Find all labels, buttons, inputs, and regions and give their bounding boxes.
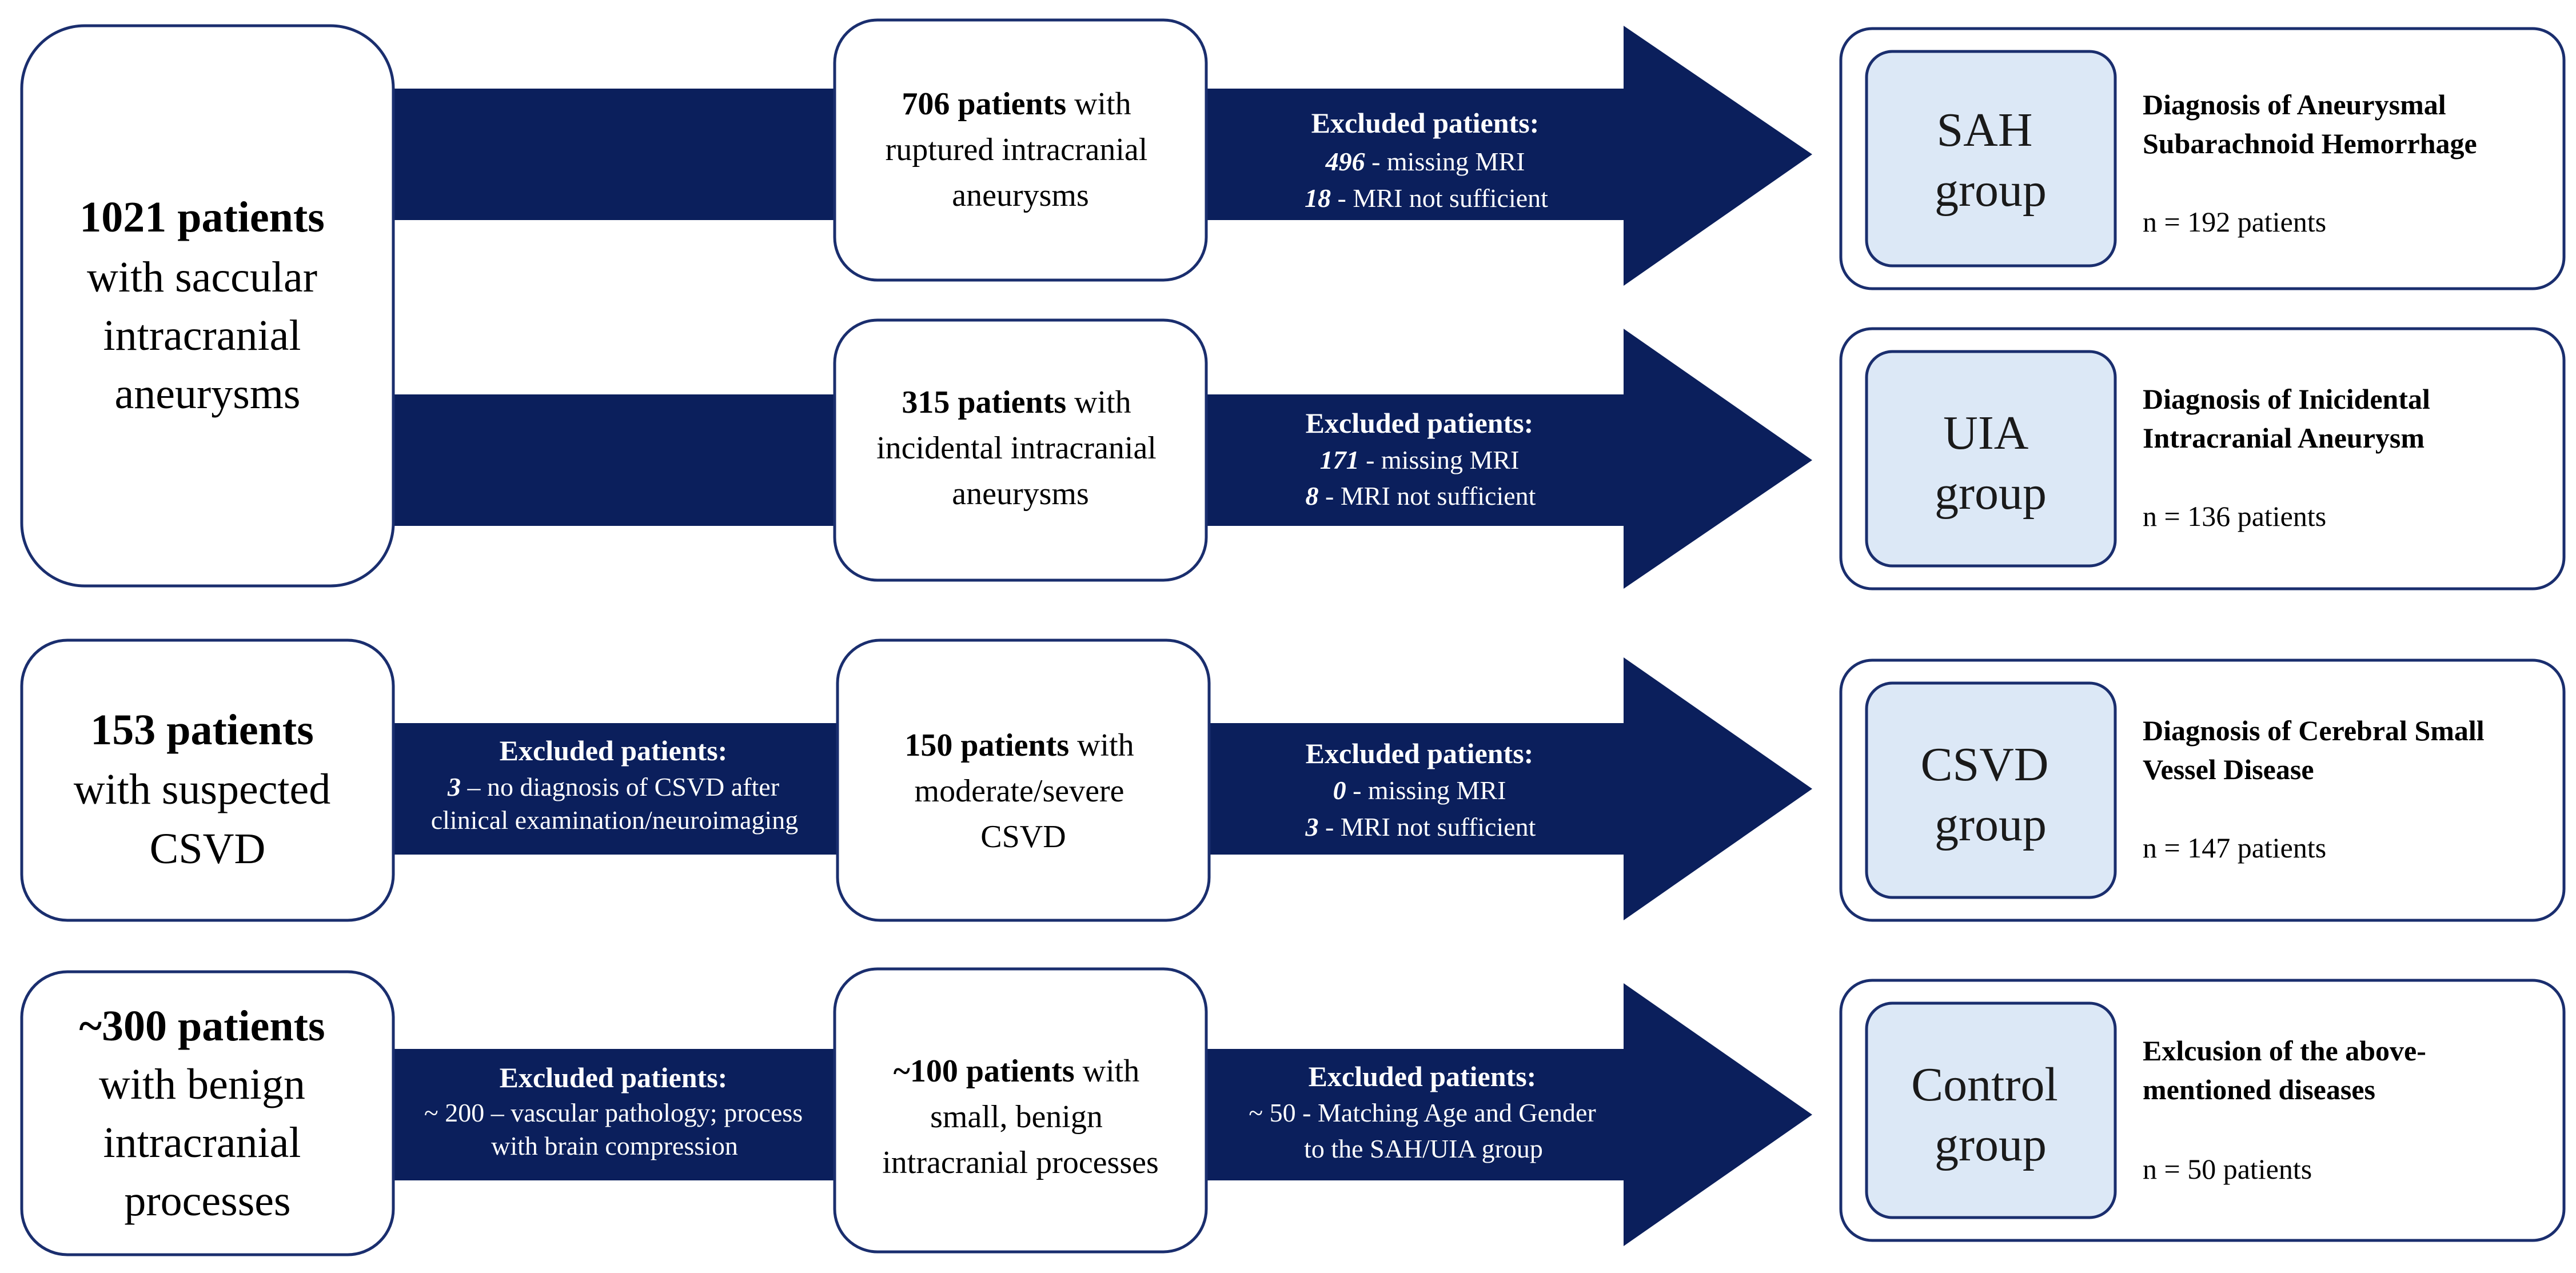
source-aneurysm-text: 1021 patients with saccular intracranial…: [79, 193, 336, 418]
arrow-sah: [1201, 26, 1812, 286]
group-count: n = 136 patients: [2143, 500, 2326, 532]
mid-exclusion-control: Excluded patients: ~ 200 – vascular path…: [424, 1062, 805, 1160]
connector-bar-1: [392, 89, 843, 220]
source-benign-line: processes: [124, 1177, 290, 1225]
source-csvd-text: 153 patients with suspected CSVD: [74, 706, 342, 873]
group-count: n = 50 patients: [2143, 1153, 2312, 1185]
exclusion-title: Excluded patients:: [1306, 407, 1534, 439]
group-panel-control: Control group Exlcusion of the above- me…: [1839, 979, 2566, 1242]
group-name: CSVD group: [1920, 738, 2060, 851]
group-name-box: [1865, 350, 2117, 568]
group-description: Diagnosis of Cerebral Small Vessel Disea…: [2143, 715, 2491, 785]
source-box-benign: [20, 970, 395, 1256]
exclusion-text: with brain compression: [491, 1131, 738, 1160]
group-name: SAH group: [1935, 103, 2047, 217]
exclusion-number: 496: [1325, 147, 1365, 176]
group-name-box: [1865, 681, 2117, 899]
cohort-line: ruptured intracranial: [886, 132, 1148, 167]
source-aneurysm-count: 1021 patients: [79, 193, 325, 241]
source-benign-count: ~300 patients: [79, 1002, 325, 1050]
source-benign-text: ~300 patients with benign intracranial p…: [79, 1002, 336, 1225]
group-description: Diagnosis of Inicidental Intracranial An…: [2143, 383, 2437, 454]
cohort-incidental-text: 315 patients with incidental intracrania…: [876, 385, 1165, 512]
mid-exclusion-csvd: Excluded patients: 3 – no diagnosis of C…: [431, 735, 799, 835]
cohort-count: 315 patients: [902, 385, 1066, 420]
cohort-line: aneurysms: [952, 476, 1089, 512]
group-name: UIA group: [1935, 406, 2047, 520]
exclusion-bar-control: [392, 1049, 843, 1180]
cohort-line: small, benign: [930, 1099, 1103, 1135]
mid-exclusion-title: Excluded patients:: [500, 735, 728, 767]
exclusion-text: clinical examination/neuroimaging: [431, 805, 799, 835]
cohort-box-ruptured: [833, 18, 1208, 282]
source-csvd-count: 153 patients: [90, 706, 314, 754]
exclusion-number: 171: [1320, 445, 1359, 474]
cohort-ruptured-text: 706 patients with ruptured intracranial …: [886, 86, 1156, 213]
cohort-csvd-text: 150 patients with moderate/severe CSVD: [904, 728, 1142, 855]
arrow-uia: [1201, 329, 1812, 589]
source-benign-line: intracranial: [103, 1119, 301, 1167]
exclusion-title: Excluded patients:: [1311, 107, 1540, 139]
group-description: Diagnosis of Aneurysmal Subarachnoid Hem…: [2143, 89, 2477, 159]
exclusion-text: - missing MRI: [1359, 445, 1520, 474]
exclusion-number: 18: [1305, 183, 1331, 213]
source-csvd-line: with suspected: [74, 765, 331, 813]
cohort-box-benign: [833, 967, 1208, 1254]
mid-exclusion-title: Excluded patients:: [500, 1062, 728, 1094]
arrow-control: [1201, 983, 1812, 1246]
final-exclusion-uia: Excluded patients: 171 - missing MRI 8 -…: [1306, 407, 1536, 510]
cohort-count: 150 patients: [904, 728, 1069, 763]
exclusion-text: - MRI not sufficient: [1331, 183, 1548, 213]
group-name-box: [1865, 50, 2117, 268]
exclusion-text: ~ 50 - Matching Age and Gender: [1249, 1098, 1596, 1127]
exclusion-number: 3: [447, 772, 461, 801]
source-box-csvd: [20, 639, 395, 922]
exclusion-text: – no diagnosis of CSVD after: [461, 772, 779, 801]
source-aneurysm-line: with saccular: [87, 253, 317, 301]
source-csvd-line: CSVD: [150, 825, 266, 873]
exclusion-number: 8: [1306, 481, 1319, 510]
final-exclusion-control: Excluded patients: ~ 50 - Matching Age a…: [1249, 1060, 1598, 1163]
exclusion-title: Excluded patients:: [1309, 1060, 1537, 1092]
exclusion-number: 0: [1333, 776, 1346, 805]
exclusion-text: to the SAH/UIA group: [1304, 1134, 1543, 1163]
group-name-box: [1865, 1001, 2117, 1219]
cohort-line: aneurysms: [952, 178, 1089, 213]
exclusion-text: - MRI not sufficient: [1319, 812, 1536, 841]
exclusion-title: Excluded patients:: [1306, 737, 1534, 769]
cohort-box-csvd: [836, 639, 1211, 922]
arrow-csvd: [1201, 657, 1812, 920]
group-description: Exlcusion of the above- mentioned diseas…: [2143, 1035, 2433, 1106]
exclusion-text: - MRI not sufficient: [1319, 481, 1536, 510]
cohort-count: 706 patients: [902, 86, 1066, 122]
group-panel-csvd: CSVD group Diagnosis of Cerebral Small V…: [1839, 659, 2566, 922]
cohort-benign-text: ~100 patients with small, benign intracr…: [882, 1053, 1159, 1180]
group-panel-sah: SAH group Diagnosis of Aneurysmal Subara…: [1839, 27, 2566, 290]
group-panel-uia: UIA group Diagnosis of Inicidental Intra…: [1839, 327, 2566, 590]
group-count: n = 192 patients: [2143, 206, 2326, 238]
source-benign-line: with benign: [99, 1060, 305, 1108]
final-exclusion-sah: Excluded patients: 496 - missing MRI 18 …: [1305, 107, 1548, 213]
exclusion-bar-csvd: [392, 723, 843, 855]
cohort-count: ~100 patients: [894, 1053, 1075, 1089]
source-aneurysm-line: aneurysms: [114, 370, 300, 418]
source-aneurysm-line: intracranial: [103, 312, 301, 360]
group-count: n = 147 patients: [2143, 832, 2326, 864]
cohort-line: CSVD: [980, 819, 1066, 855]
source-box-aneurysm: [20, 24, 395, 588]
group-name: Control group: [1911, 1058, 2070, 1171]
exclusion-text: - missing MRI: [1365, 147, 1525, 176]
connector-bar-2: [392, 394, 843, 526]
cohort-line: moderate/severe: [915, 773, 1124, 809]
exclusion-text: ~ 200 – vascular pathology; process: [424, 1098, 803, 1127]
exclusion-text: - missing MRI: [1346, 776, 1506, 805]
exclusion-number: 3: [1305, 812, 1319, 841]
cohort-line: incidental intracranial: [876, 430, 1157, 466]
cohort-line: intracranial processes: [882, 1145, 1159, 1180]
cohort-box-incidental: [833, 318, 1208, 582]
final-exclusion-csvd: Excluded patients: 0 - missing MRI 3 - M…: [1305, 737, 1536, 841]
